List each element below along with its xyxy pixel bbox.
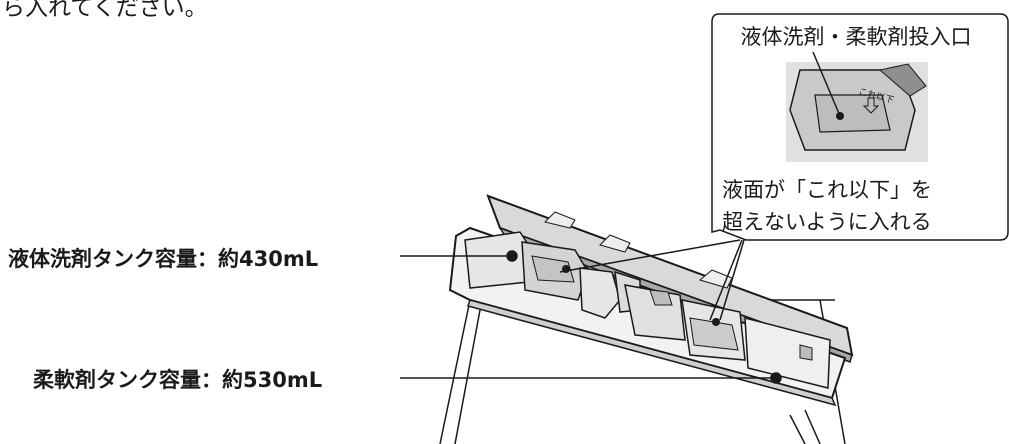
callout-note: 液面が「これ以下」を 超えないように入れる [722, 174, 1002, 238]
liquid-tank-capacity-label: 液体洗剤タンク容量：約430mL [8, 247, 319, 271]
softener-tank-capacity-label: 柔軟剤タンク容量：約530mL [33, 368, 323, 392]
instruction-text-fragment: ら入れてください。 [2, 0, 208, 21]
callout-note-line2: 超えないように入れる [722, 210, 932, 234]
leader-lines [400, 250, 782, 384]
callout-note-line1: 液面が「これ以下」を [722, 178, 932, 202]
liquid-detergent-tank [464, 231, 641, 319]
softener-tank [624, 284, 831, 389]
callout-title: 液体洗剤・柔軟剤投入口 [740, 25, 972, 49]
inlet-closeup-image: これ以下 [786, 51, 928, 162]
